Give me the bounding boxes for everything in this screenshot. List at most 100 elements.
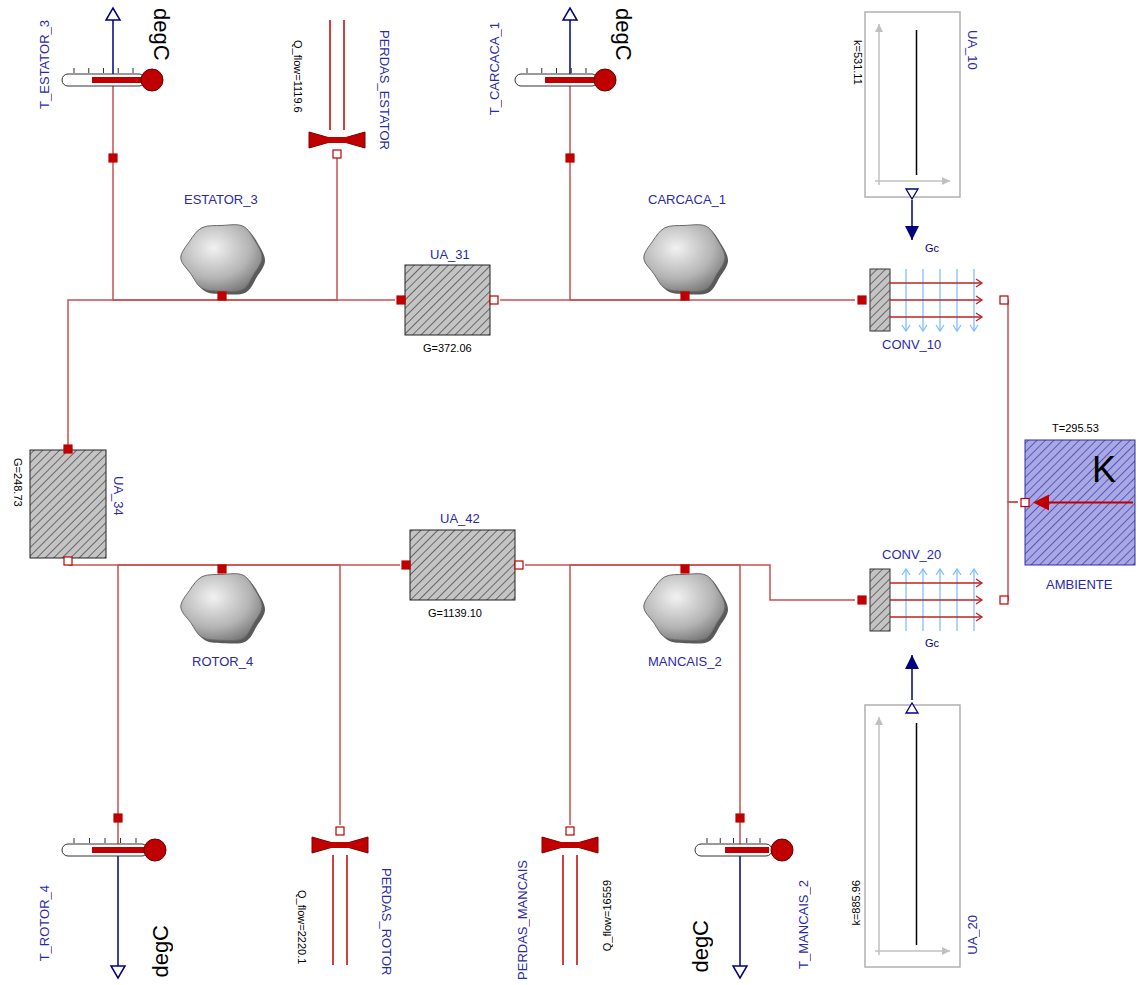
thermometer-bulb xyxy=(144,839,166,861)
fluid-arrow-head xyxy=(936,569,944,575)
heat-flow-symbol xyxy=(309,132,365,148)
block-axis xyxy=(875,180,950,182)
output-port xyxy=(906,703,918,713)
heat-flow-symbol xyxy=(542,837,598,853)
convection-wall xyxy=(870,269,890,331)
thermometer-tick xyxy=(760,838,761,843)
heat-flow-source: Q_flow=1119.6PERDAS_ESTATOR xyxy=(285,5,400,155)
parameter-value: G=1139.10 xyxy=(428,608,482,619)
constant-line xyxy=(916,723,918,945)
constant-line xyxy=(916,30,918,175)
output-port xyxy=(906,189,918,199)
convection-element: CONV_20Gc xyxy=(855,545,1000,655)
convection-wall xyxy=(870,569,890,631)
sensor-name: T_MANCAIS_2 xyxy=(797,880,810,969)
heat-arrow xyxy=(890,299,982,300)
fluid-arrow-head xyxy=(953,325,961,331)
thermometer-tick xyxy=(88,68,89,73)
unit-label: degC xyxy=(150,925,172,978)
thermometer-tick xyxy=(89,838,90,843)
heat-capacitor: ESTATOR_3 xyxy=(170,190,275,300)
thermometer-tick xyxy=(541,68,542,73)
conductor-name: UA_34 xyxy=(112,476,125,516)
signal-connection xyxy=(911,200,913,240)
heat-port xyxy=(681,565,689,573)
heat-flow-line xyxy=(332,855,334,965)
capacitor-body xyxy=(644,574,725,641)
block-axis-head xyxy=(875,24,883,32)
heat-port xyxy=(515,561,523,569)
heat-connection xyxy=(1000,502,1018,600)
heat-port xyxy=(64,445,72,453)
heat-port xyxy=(64,557,72,565)
sensor-output xyxy=(739,850,741,978)
heat-port xyxy=(858,296,866,304)
capacitor-name: MANCAIS_2 xyxy=(648,655,722,668)
heat-arrow-head xyxy=(976,613,982,621)
thermometer-tube xyxy=(62,74,145,86)
thermometer-bulb xyxy=(141,69,163,91)
thermometer-tick xyxy=(120,838,121,843)
thermometer-tick xyxy=(707,838,708,843)
heat-port xyxy=(858,596,866,604)
heat-capacitor: ROTOR_4 xyxy=(170,565,275,680)
capacitor-name: CARCACA_1 xyxy=(648,193,726,206)
temperature-sensor: T_ROTOR_4degC xyxy=(25,815,180,983)
thermometer-tick xyxy=(133,68,134,73)
heat-port xyxy=(490,296,498,304)
thermometer-tick xyxy=(720,838,721,843)
heat-flow-source: Q_flow=2220.1PERDAS_ROTOR xyxy=(290,825,400,982)
fluid-arrow-head xyxy=(970,325,978,331)
boundary-body xyxy=(1025,440,1135,565)
block-axis-head xyxy=(942,947,950,955)
thermometer-bulb xyxy=(594,69,616,91)
parameter-value: k=885.96 xyxy=(851,880,862,926)
thermometer-tick xyxy=(527,68,528,73)
fluid-arrow-head xyxy=(936,325,944,331)
fixed-temperature: T=295.53KAMBIENTE xyxy=(1018,420,1138,600)
heat-port xyxy=(1000,596,1008,604)
thermometer-tick xyxy=(746,838,747,843)
unit-label: degC xyxy=(612,8,634,61)
thermometer-tick xyxy=(571,68,572,73)
block-axis-head xyxy=(875,717,883,725)
conductor-body xyxy=(405,265,490,335)
convection-name: CONV_10 xyxy=(882,338,941,351)
heat-port xyxy=(218,292,226,300)
heat-port xyxy=(109,154,117,162)
thermal-conductor: UA_31G=372.06 xyxy=(395,245,500,365)
sensor-name: T_CARCACA_1 xyxy=(488,22,501,115)
heat-arrow-head xyxy=(976,296,982,304)
heat-port xyxy=(333,150,341,158)
boundary-name: AMBIENTE xyxy=(1046,578,1112,591)
constant-block: k=531.11UA_10 xyxy=(848,5,998,200)
parameter-value: G=248.73 xyxy=(12,458,23,507)
heat-flow-line xyxy=(343,20,345,130)
heat-flow-bar xyxy=(325,137,349,143)
conductor-name: UA_42 xyxy=(440,512,480,525)
heat-arrow xyxy=(890,599,982,600)
sensor-name: T_ESTATOR_3 xyxy=(38,20,51,109)
heat-arrow-head xyxy=(976,596,982,604)
conductor-name: UA_31 xyxy=(430,248,470,261)
block-body xyxy=(865,705,960,967)
output-arrow xyxy=(733,966,747,978)
output-arrow xyxy=(106,8,120,20)
fluid-arrow-head xyxy=(902,569,910,575)
heat-arrow-head xyxy=(976,279,982,287)
block-axis xyxy=(878,717,880,955)
convection-element: GcCONV_10 xyxy=(855,240,1000,355)
heat-arrow xyxy=(890,282,982,283)
fluid-arrow-head xyxy=(919,325,927,331)
thermometer-tick xyxy=(103,68,104,73)
temperature-sensor: T_ESTATOR_3degC xyxy=(25,5,180,160)
unit-label: K xyxy=(1092,452,1116,488)
parameter-value: Q_flow=1119.6 xyxy=(292,40,303,113)
block-axis-head xyxy=(942,177,950,185)
thermal-conductor: G=248.73 UA_34 xyxy=(8,445,130,565)
block-name: UA_20 xyxy=(966,915,979,955)
parameter-value: Q_flow=16559 xyxy=(602,880,613,951)
port-label: Gc xyxy=(925,243,939,254)
thermometer-tick xyxy=(136,838,137,843)
